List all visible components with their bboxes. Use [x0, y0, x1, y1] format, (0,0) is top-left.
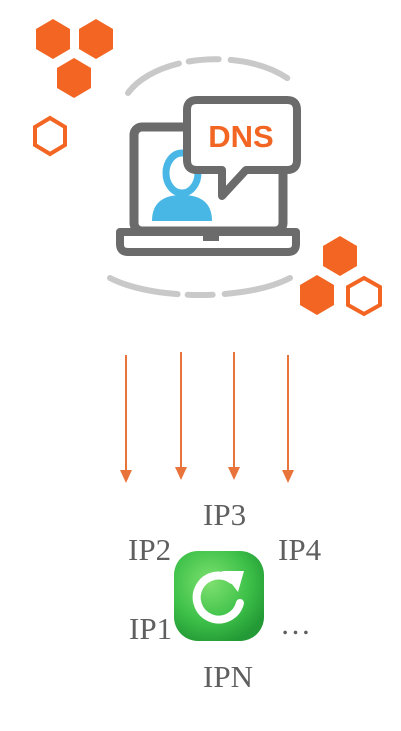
arrowhead-1 [120, 470, 132, 483]
arrowhead-4 [282, 470, 294, 483]
arrowhead-3 [228, 467, 240, 480]
refresh-arc [192, 571, 244, 624]
query-arrows [120, 352, 294, 483]
dns-bubble-icon: DNS [183, 96, 301, 200]
refresh-icon [174, 551, 264, 641]
ip3-label: IP3 [203, 497, 247, 532]
bubble-outline [183, 96, 301, 200]
laptop-trackpad [203, 236, 219, 241]
refresh-button-bg [174, 551, 264, 641]
hexagon-icon [323, 236, 357, 276]
ip-more-ellipsis: … [280, 606, 313, 641]
hexagon-icon [36, 19, 70, 59]
hexagon-icon [33, 115, 67, 157]
arrowhead-2 [175, 467, 187, 480]
refresh-arrowhead [222, 571, 244, 592]
signal-arcs [107, 56, 293, 298]
hexagon-cluster-top-left [33, 19, 113, 157]
hexagon-icon [300, 275, 334, 315]
ipn-label: IPN [203, 659, 253, 694]
laptop-base [116, 228, 300, 256]
user-body [152, 195, 212, 221]
ip1-label: IP1 [129, 611, 173, 646]
hexagon-icon [57, 58, 91, 98]
hexagon-cluster-bottom-right [300, 236, 382, 317]
hexagon-icon [346, 275, 382, 317]
dns-label: DNS [208, 119, 273, 154]
ip4-label: IP4 [278, 532, 322, 567]
hexagon-icon [79, 19, 113, 59]
ip2-label: IP2 [128, 532, 172, 567]
arc-bottom [107, 275, 293, 298]
arc-top [125, 56, 293, 96]
